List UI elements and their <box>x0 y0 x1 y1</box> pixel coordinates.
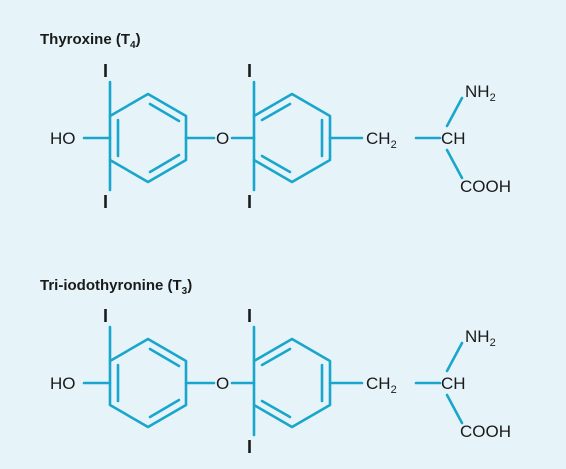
triiodothyronine-tyrosyl-ring <box>252 337 332 429</box>
thyroxine-title: Thyroxine (T4) <box>40 31 141 51</box>
thyroxine-tyrosyl-ring <box>252 92 332 184</box>
thyroxine-structure: Thyroxine (T4) I I I I <box>40 31 511 212</box>
thyroxine-iodine-inner-bottom: I <box>247 192 252 212</box>
thyroxine-iodine-inner-top: I <box>247 61 252 81</box>
thyroxine-methylene-label: CH2 <box>366 129 397 151</box>
thyroxine-ether-oxygen-label: O <box>216 129 229 148</box>
thyroxine-hydroxyl-label: HO <box>50 129 76 148</box>
thyroxine-amine-label: NH2 <box>465 82 496 104</box>
thyroxine-phenol-ring <box>108 92 188 184</box>
triiodothyronine-amine-label: NH2 <box>465 327 496 349</box>
triiodothyronine-iodine-inner-top: I <box>247 306 252 326</box>
triiodothyronine-alpha-carbon-label: CH <box>441 374 466 393</box>
triiodothyronine-carboxyl-label: COOH <box>460 422 511 441</box>
triiodothyronine-iodine-outer-top: I <box>103 306 108 326</box>
thyroxine-alpha-carbon-label: CH <box>441 129 466 148</box>
thyroxine-iodine-outer-bottom: I <box>103 192 108 212</box>
triiodothyronine-phenol-ring <box>108 337 188 429</box>
triiodothyronine-title: Tri-iodothyronine (T3) <box>40 277 192 297</box>
triiodothyronine-ether-oxygen-label: O <box>216 374 229 393</box>
triiodothyronine-structure: Tri-iodothyronine (T3) I I I HO <box>40 277 511 457</box>
triiodothyronine-methylene-label: CH2 <box>366 374 397 396</box>
thyroxine-carboxyl-label: COOH <box>460 177 511 196</box>
triiodothyronine-iodine-inner-bottom: I <box>247 437 252 457</box>
thyroxine-iodine-outer-top: I <box>103 61 108 81</box>
triiodothyronine-hydroxyl-label: HO <box>50 374 76 393</box>
